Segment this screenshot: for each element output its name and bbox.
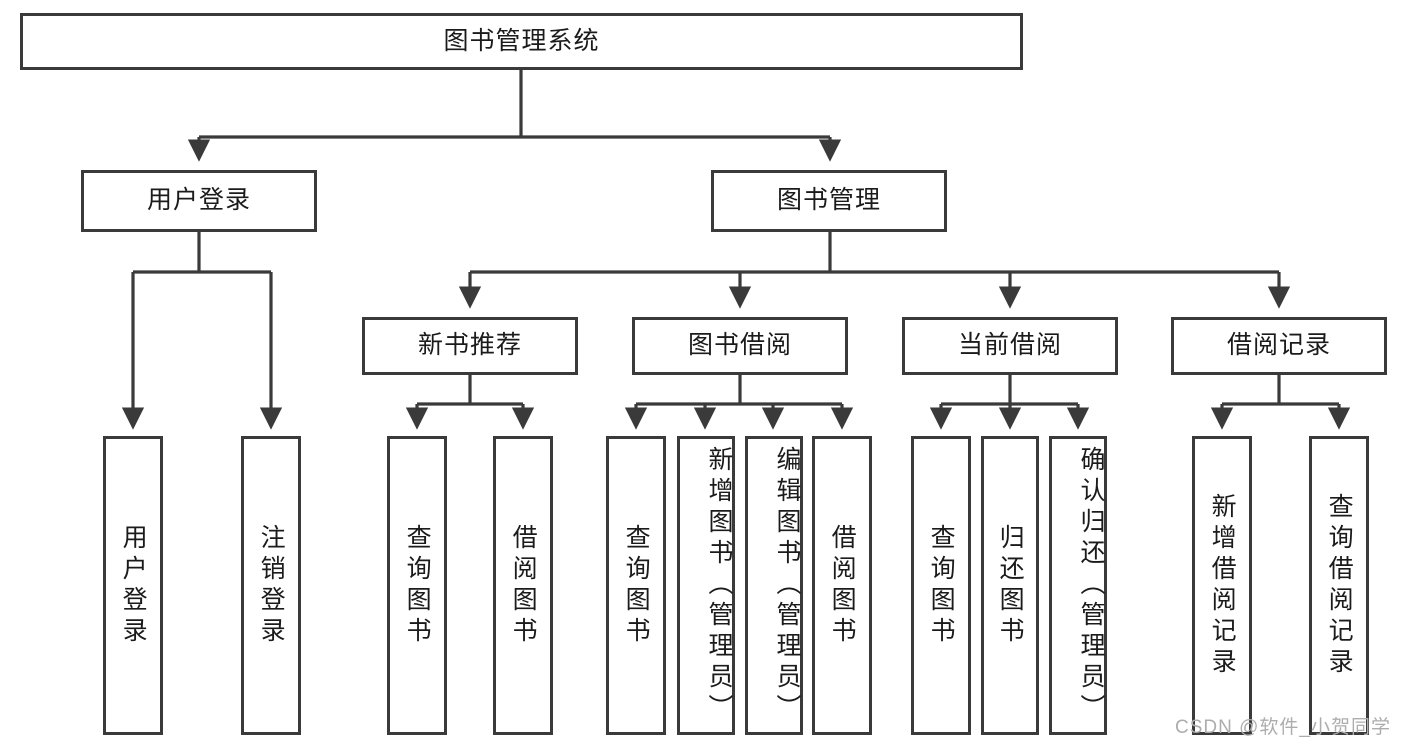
node-label: 新增图书（管理员） [705,446,733,725]
node-label: 注销登录 [257,523,286,648]
node-label: 借阅图书 [828,523,857,648]
node-label: 用户登录 [146,186,251,215]
node-label: 归还图书 [996,523,1025,648]
node-label: 用户登录 [119,523,148,648]
node-label: 图书管理 [776,186,881,215]
node-label: 新增借阅记录 [1208,492,1237,679]
node-label: 图书管理系统 [443,26,600,55]
node-borrow-record[interactable]: 借阅记录 [1171,317,1387,375]
node-label: 查询图书 [403,523,432,648]
node-label: 借阅记录 [1226,331,1331,360]
node-user-login[interactable]: 用户登录 [81,170,317,232]
leaf-confirm-return-admin[interactable]: 确认归还（管理员） [1049,436,1107,735]
node-label: 查询借阅记录 [1325,492,1354,679]
leaf-query-book-borrow[interactable]: 查询图书 [606,436,666,735]
node-label: 查询图书 [927,523,956,648]
leaf-edit-book-admin[interactable]: 编辑图书（管理员） [745,436,803,735]
node-label: 确认归还（管理员） [1077,446,1105,725]
leaf-query-book-current[interactable]: 查询图书 [911,436,971,735]
node-book-borrow[interactable]: 图书借阅 [632,317,848,375]
node-new-book-recommend[interactable]: 新书推荐 [362,317,578,375]
node-book-management[interactable]: 图书管理 [711,170,947,232]
leaf-return-book[interactable]: 归还图书 [981,436,1039,735]
watermark: CSDN @软件_小贺同学 [1175,717,1391,738]
leaf-add-borrow-record[interactable]: 新增借阅记录 [1192,436,1252,735]
node-label: 图书借阅 [687,331,792,360]
leaf-query-book-recommend[interactable]: 查询图书 [387,436,447,735]
leaf-borrow-book-recommend[interactable]: 借阅图书 [493,436,553,735]
node-label: 新书推荐 [417,331,522,360]
leaf-query-borrow-record[interactable]: 查询借阅记录 [1309,436,1369,735]
leaf-add-book-admin[interactable]: 新增图书（管理员） [677,436,735,735]
node-label: 当前借阅 [957,331,1062,360]
node-label: 查询图书 [622,523,651,648]
node-label: 编辑图书（管理员） [773,446,801,725]
node-current-borrow[interactable]: 当前借阅 [902,317,1118,375]
node-label: 借阅图书 [509,523,538,648]
node-root[interactable]: 图书管理系统 [20,13,1023,70]
leaf-logout[interactable]: 注销登录 [241,436,301,735]
leaf-user-login[interactable]: 用户登录 [103,436,163,735]
leaf-borrow-book[interactable]: 借阅图书 [812,436,872,735]
